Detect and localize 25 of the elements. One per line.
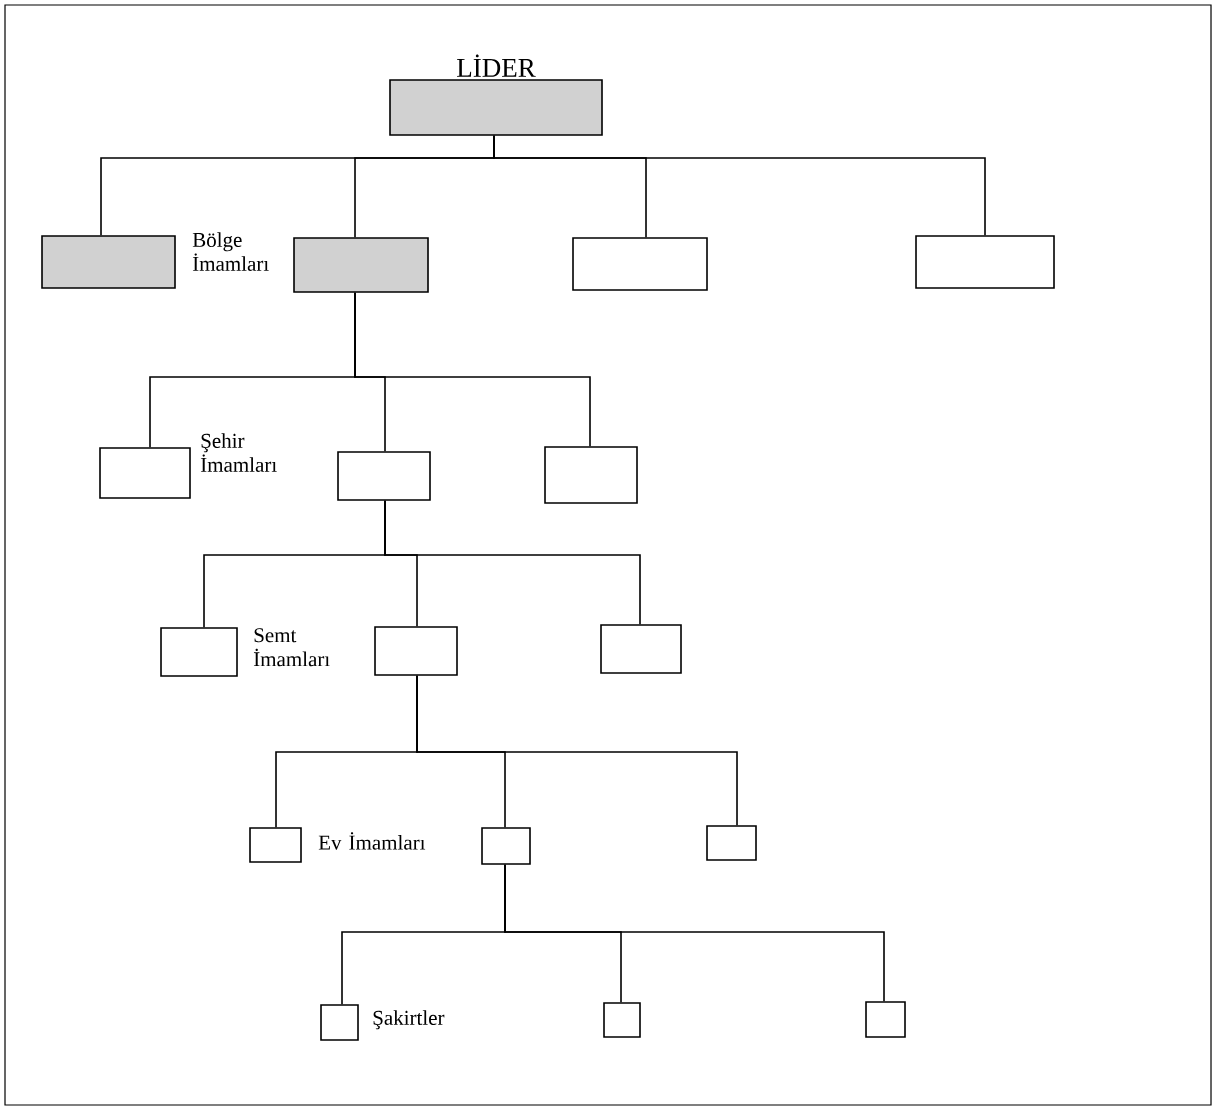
org-box [544,446,638,504]
connector-line [504,864,885,1002]
level-label: Şehir İmamları [200,433,277,472]
org-box [337,451,431,501]
org-box [865,1001,906,1038]
org-box [603,1002,641,1038]
org-box [572,237,708,291]
connector-line [354,292,591,447]
org-box [706,825,757,861]
org-box [99,447,191,499]
org-box [41,235,176,289]
org-box [481,827,531,865]
level-label: Şakirtler [373,1010,445,1030]
level-label: Ev İmamları [318,832,426,850]
org-box [600,624,682,674]
connector-line [384,500,641,625]
connector-line [416,675,738,826]
connector-line [493,135,986,236]
org-box [249,827,302,863]
level-label: Bölge İmamları [192,232,269,271]
title-label: LİDER [457,54,536,77]
level-label: Semt İmamları [253,628,330,667]
org-box [160,627,238,677]
org-box [374,626,458,676]
org-box [915,235,1055,289]
